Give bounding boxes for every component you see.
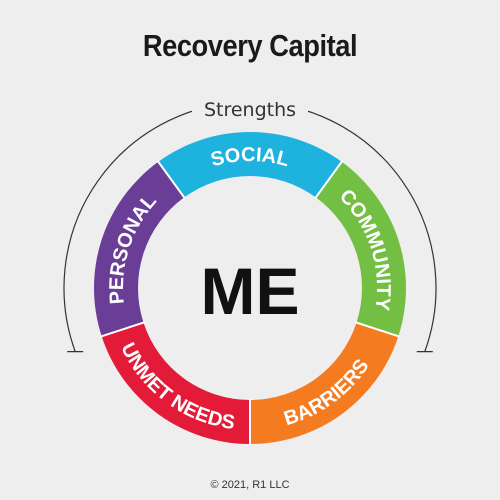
- diagram-title: Recovery Capital: [142, 28, 358, 63]
- segment-personal: [94, 161, 185, 337]
- segment-divider: [156, 160, 186, 199]
- segment-unmet-needs: [101, 322, 250, 444]
- strengths-label-background: [192, 94, 308, 124]
- segment-divider: [355, 321, 400, 338]
- segment-divider: [314, 160, 344, 199]
- segment-barriers: [250, 322, 399, 444]
- copyright-notice: © 2021, R1 LLC: [210, 479, 290, 491]
- segment-social: [158, 131, 342, 198]
- center-label: ME: [201, 254, 300, 328]
- segment-divider: [100, 321, 145, 338]
- segment-dividers: [100, 160, 400, 445]
- segment-community: [315, 161, 406, 337]
- strengths-label: Strengths: [204, 99, 296, 121]
